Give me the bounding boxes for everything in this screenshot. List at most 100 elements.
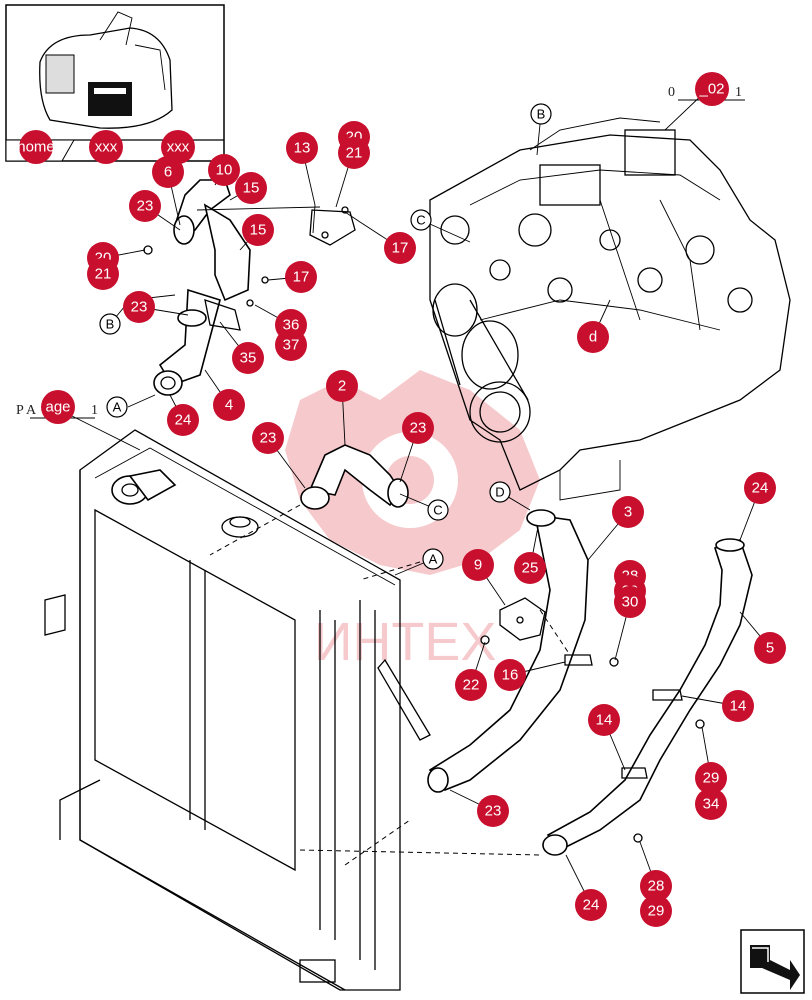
callout-label: 23	[485, 803, 502, 820]
callout-16[interactable]: 16	[494, 659, 526, 691]
callout-circle	[695, 762, 727, 794]
callout-label: 21	[95, 266, 112, 283]
callout-24[interactable]: 24	[744, 472, 776, 504]
callout-2[interactable]: 2	[326, 370, 358, 402]
callout-label: 15	[250, 222, 267, 239]
connector-circle	[427, 499, 449, 521]
callout-24[interactable]: 24	[167, 404, 199, 436]
callout-5[interactable]: 5	[754, 632, 786, 664]
callout-label: 14	[596, 712, 613, 729]
tab-xxx-1-label: xxx	[95, 139, 118, 156]
callout-circle	[123, 291, 155, 323]
connector-D: D	[489, 481, 511, 503]
callout-label: 29	[648, 903, 665, 920]
engine-ref-suffix: 1	[735, 85, 742, 100]
callout-22[interactable]: 22	[455, 669, 487, 701]
callout-23[interactable]: 23	[252, 422, 284, 454]
tab-xxx-2[interactable]: xxx	[161, 130, 195, 164]
callout-circle	[640, 895, 672, 927]
callout-21[interactable]: 21	[87, 258, 119, 290]
connector-letter: B	[106, 317, 115, 332]
callout-circle	[384, 232, 416, 264]
callout-14[interactable]: 14	[588, 704, 620, 736]
callout-circle	[167, 404, 199, 436]
callout-label: 5	[766, 640, 774, 657]
callout-15[interactable]: 15	[242, 214, 274, 246]
callout-13[interactable]: 13	[286, 132, 318, 164]
connector-circle	[530, 103, 552, 125]
radiator-illustration	[44, 429, 431, 991]
callout-29[interactable]: 29	[640, 895, 672, 927]
callout-label: 13	[294, 140, 311, 157]
callout-17[interactable]: 17	[285, 261, 317, 293]
callout-label: 24	[752, 480, 769, 497]
callout-label: 24	[583, 897, 600, 914]
callout-label: 9	[474, 557, 482, 574]
callout-34[interactable]: 34	[695, 788, 727, 820]
callout-circle	[129, 190, 161, 222]
callout-23[interactable]: 23	[129, 190, 161, 222]
callout-30[interactable]: 30	[614, 586, 646, 618]
callout-25[interactable]: 25	[514, 552, 546, 584]
callout-circle	[326, 370, 358, 402]
callout-circle	[213, 389, 245, 421]
callout-circle	[402, 412, 434, 444]
callout-label: 22	[463, 677, 480, 694]
clamps	[564, 654, 683, 779]
callout-23[interactable]: 23	[402, 412, 434, 444]
callout-circle	[722, 690, 754, 722]
callout-circle	[208, 154, 240, 186]
callout-label: 36	[283, 317, 300, 334]
callout-15[interactable]: 15	[235, 172, 267, 204]
hose-3	[427, 509, 589, 793]
callout-35[interactable]: 35	[232, 342, 264, 374]
alignment-lines	[209, 504, 571, 866]
connector-letter: B	[537, 107, 546, 122]
tab-xxx-1[interactable]: xxx	[89, 130, 123, 164]
engine-page-ref[interactable]: 0 _02 1	[668, 72, 745, 106]
radiator-page-ref[interactable]: P A age 1	[16, 390, 98, 424]
callout-23[interactable]: 23	[477, 795, 509, 827]
callout-circle	[614, 586, 646, 618]
callout-label: 23	[131, 299, 148, 316]
tab-xxx-2-label: xxx	[167, 139, 190, 156]
callout-label: 17	[293, 269, 310, 286]
upper-hose-assembly	[143, 179, 356, 396]
connector-circle	[410, 209, 432, 231]
callout-label: 34	[703, 796, 720, 813]
connector-C: C	[427, 499, 449, 521]
callout-circle	[232, 342, 264, 374]
callout-label: 17	[392, 240, 409, 257]
callout-28[interactable]: 28	[640, 870, 672, 902]
callout-24[interactable]: 24	[575, 889, 607, 921]
callout-label: 15	[243, 180, 260, 197]
callout-label: 28	[648, 878, 665, 895]
callout-6[interactable]: 6	[152, 156, 184, 188]
callout-23[interactable]: 23	[123, 291, 155, 323]
callout-3[interactable]: 3	[612, 496, 644, 528]
connector-circle	[422, 548, 444, 570]
callout-21[interactable]: 21	[338, 137, 370, 169]
callout-9[interactable]: 9	[462, 549, 494, 581]
connector-B: B	[99, 313, 121, 335]
connector-B: B	[530, 103, 552, 125]
callout-29[interactable]: 29	[695, 762, 727, 794]
callout-circle	[455, 669, 487, 701]
callout-circle	[285, 261, 317, 293]
return-arrow-icon[interactable]	[740, 929, 805, 994]
callout-14[interactable]: 14	[722, 690, 754, 722]
callout-4[interactable]: 4	[213, 389, 245, 421]
callout-10[interactable]: 10	[208, 154, 240, 186]
callout-circle	[575, 889, 607, 921]
callout-37[interactable]: 37	[275, 329, 307, 361]
callout-17[interactable]: 17	[384, 232, 416, 264]
callout-circle	[640, 870, 672, 902]
callout-d[interactable]: d	[577, 321, 609, 353]
tab-home[interactable]: home	[5, 130, 75, 164]
callout-label: 14	[730, 698, 747, 715]
callout-label: 23	[410, 420, 427, 437]
callout-circle	[754, 632, 786, 664]
callout-label: 2	[338, 378, 346, 395]
callout-label: 10	[216, 162, 233, 179]
